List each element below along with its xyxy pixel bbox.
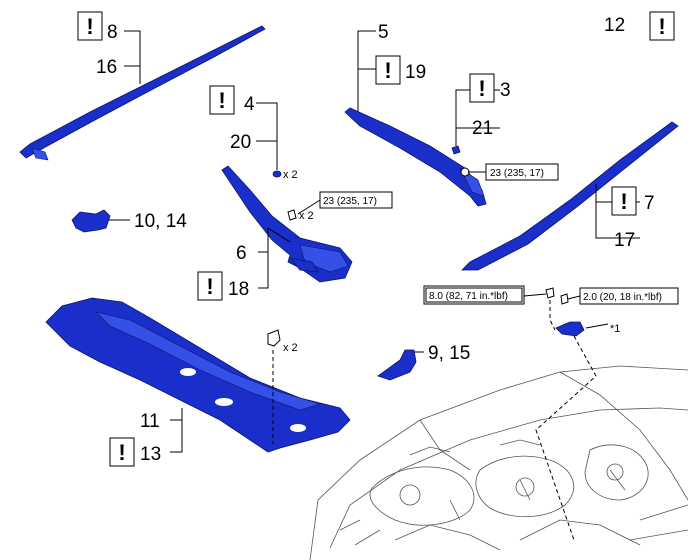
torque-spec-bolt-a: 8.0 (82, 71 in.*lbf) bbox=[423, 285, 525, 305]
callout-21: 21 bbox=[472, 118, 493, 139]
notice-icon: ! bbox=[109, 437, 135, 467]
svg-text:!: ! bbox=[218, 88, 225, 113]
notice-icon: ! bbox=[611, 186, 637, 216]
callout-8: 8 bbox=[107, 22, 118, 43]
callout-13: 13 bbox=[140, 444, 161, 465]
notice-icon: ! bbox=[209, 85, 235, 115]
notice-icon: ! bbox=[469, 73, 495, 103]
callout-19: 19 bbox=[405, 62, 426, 83]
part-small-bracket-ref1 bbox=[555, 321, 585, 337]
svg-text:23 (235, 17): 23 (235, 17) bbox=[490, 168, 544, 179]
part-wiper-blade bbox=[461, 121, 679, 271]
part-nut-3-21 bbox=[451, 145, 461, 155]
torque-spec-mid: 23 (235, 17) bbox=[319, 191, 393, 209]
svg-text:!: ! bbox=[658, 14, 665, 39]
svg-text:!: ! bbox=[206, 274, 213, 299]
part-cowl-panel bbox=[45, 297, 351, 453]
callout-18: 18 bbox=[228, 279, 249, 300]
callout-7: 7 bbox=[644, 193, 655, 214]
svg-text:!: ! bbox=[86, 14, 93, 39]
svg-text:!: ! bbox=[478, 76, 485, 101]
part-bracket-9-15 bbox=[377, 349, 417, 381]
leader-lines bbox=[108, 30, 640, 453]
quantity-label: x 2 bbox=[283, 169, 298, 181]
svg-text:23 (235, 17): 23 (235, 17) bbox=[323, 196, 377, 207]
engine-bay-illustration bbox=[309, 365, 688, 560]
notice-icon: ! bbox=[649, 11, 675, 41]
callout-16: 16 bbox=[96, 57, 117, 78]
part-right-wiper-arm bbox=[344, 107, 487, 207]
callout-5: 5 bbox=[378, 22, 389, 43]
notice-icon: ! bbox=[375, 55, 401, 85]
callout-12: 12 bbox=[604, 15, 625, 36]
part-cap-4-20 bbox=[272, 170, 282, 178]
torque-spec-upper: 23 (235, 17) bbox=[485, 163, 559, 181]
svg-text:2.0 (20, 18 in.*lbf): 2.0 (20, 18 in.*lbf) bbox=[583, 292, 662, 303]
svg-text:!: ! bbox=[620, 189, 627, 214]
part-upper-left-wiper-arm bbox=[19, 25, 266, 161]
part-wiper-arm-pivot bbox=[221, 165, 353, 283]
callout-4: 4 bbox=[244, 94, 255, 115]
part-clip-10-14 bbox=[71, 209, 111, 233]
notice-icon: ! bbox=[77, 11, 103, 41]
reference-mark: *1 bbox=[610, 323, 620, 335]
callout-11: 11 bbox=[140, 411, 160, 432]
fasteners bbox=[267, 167, 569, 347]
callout-10-14: 10, 14 bbox=[134, 211, 187, 232]
torque-spec-bolt-b: 2.0 (20, 18 in.*lbf) bbox=[579, 287, 679, 305]
callout-9-15: 9, 15 bbox=[428, 343, 470, 364]
quantity-label: x 2 bbox=[283, 342, 298, 354]
installation-lines bbox=[272, 300, 597, 541]
callout-20: 20 bbox=[230, 132, 251, 153]
callout-6: 6 bbox=[236, 243, 247, 264]
svg-text:8.0 (82, 71 in.*lbf): 8.0 (82, 71 in.*lbf) bbox=[429, 291, 508, 302]
svg-text:!: ! bbox=[384, 58, 391, 83]
callout-17: 17 bbox=[614, 230, 635, 251]
callout-3: 3 bbox=[500, 80, 511, 101]
notice-icon: ! bbox=[197, 271, 223, 301]
quantity-label: x 2 bbox=[299, 210, 314, 222]
svg-text:!: ! bbox=[118, 440, 125, 465]
